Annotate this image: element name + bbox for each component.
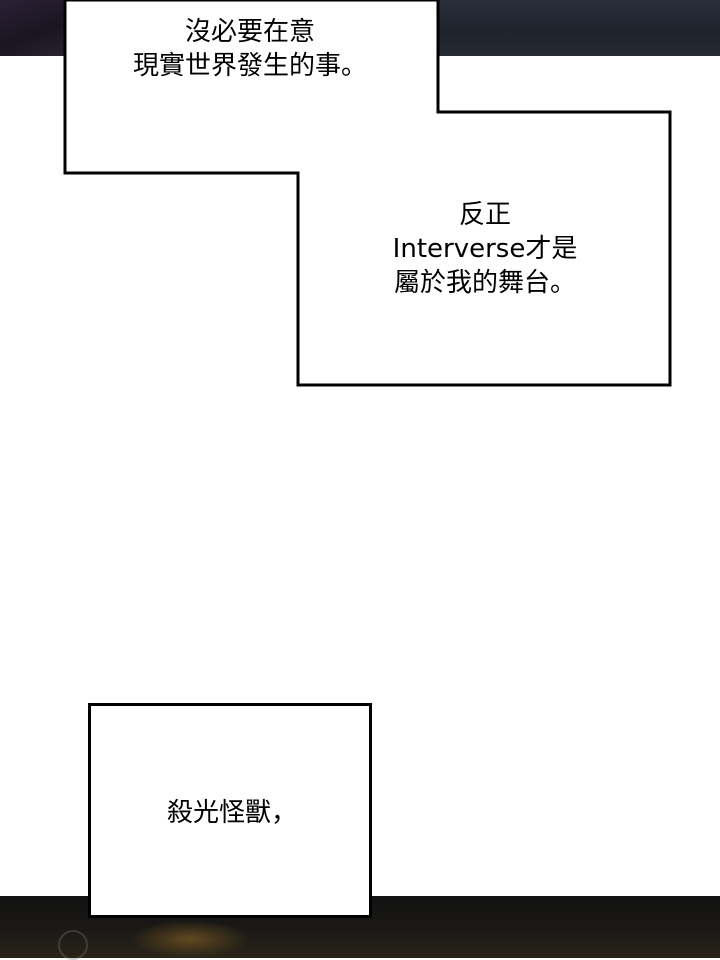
bubble-2-line-3: 屬於我的舞台。 xyxy=(393,268,576,298)
speech-bubble-small xyxy=(88,703,372,918)
bubble-2-line-1: 反正 xyxy=(458,200,511,230)
bubble-1-line-2: 現實世界發生的事。 xyxy=(132,51,367,81)
bubble-2-text: 反正 Interverse才是 屬於我的舞台。 xyxy=(360,198,610,300)
dark-scene-top-right xyxy=(438,0,720,56)
dark-scene-top-left xyxy=(0,0,66,56)
bubble-1-line-1: 沒必要在意 xyxy=(184,17,315,47)
dark-scene-ring xyxy=(58,930,88,960)
speech-bubble-stepped xyxy=(63,0,672,387)
dark-scene-glow xyxy=(130,920,250,958)
bubble-1-text: 沒必要在意 現實世界發生的事。 xyxy=(120,15,380,83)
bubble-3-text: 殺光怪獸， xyxy=(90,796,374,830)
bubble-2-line-2: Interverse才是 xyxy=(392,234,578,264)
bubble-3-line-1: 殺光怪獸， xyxy=(166,798,297,828)
